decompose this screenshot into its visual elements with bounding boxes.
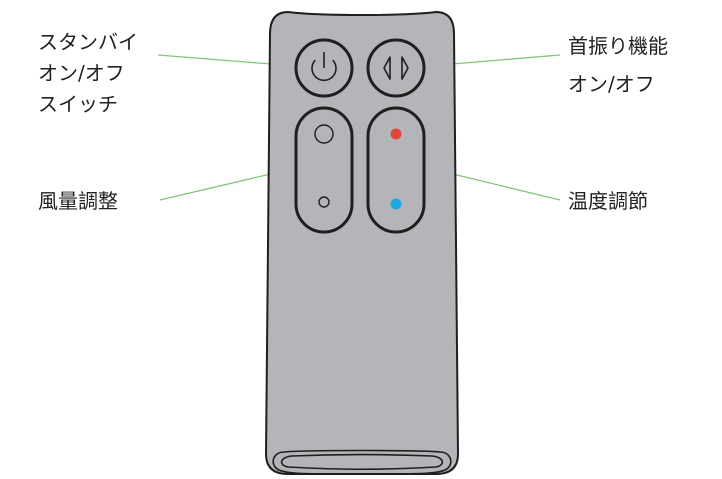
standby-label: スタンバイ オン/オフ スイッチ bbox=[38, 27, 138, 120]
bottom-grip bbox=[272, 449, 452, 475]
airflow-rocker-button[interactable] bbox=[294, 106, 354, 234]
standby-label-line1: スタンバイ bbox=[38, 30, 138, 54]
temperature-label: 温度調節 bbox=[568, 186, 648, 217]
airflow-down-circle-icon bbox=[318, 196, 330, 208]
remote-body bbox=[264, 10, 460, 475]
oscillation-button[interactable] bbox=[366, 38, 426, 98]
power-icon bbox=[311, 52, 337, 82]
oscillation-label-line2: オン/オフ bbox=[568, 72, 655, 96]
power-button[interactable] bbox=[294, 38, 354, 98]
temperature-rocker-button[interactable] bbox=[366, 106, 426, 234]
oscillation-icon bbox=[383, 56, 409, 80]
oscillation-label-line1: 首振り機能 bbox=[568, 34, 668, 58]
airflow-label-text: 風量調整 bbox=[38, 189, 118, 213]
standby-label-line3: スイッチ bbox=[38, 92, 118, 116]
red-dot-icon bbox=[390, 128, 402, 140]
blue-dot-icon bbox=[390, 198, 402, 210]
airflow-label: 風量調整 bbox=[38, 186, 118, 217]
temperature-label-text: 温度調節 bbox=[568, 189, 648, 213]
oscillation-label: 首振り機能 オン/オフ bbox=[568, 27, 668, 103]
standby-label-line2: オン/オフ bbox=[38, 61, 125, 85]
airflow-up-circle-icon bbox=[314, 124, 334, 144]
